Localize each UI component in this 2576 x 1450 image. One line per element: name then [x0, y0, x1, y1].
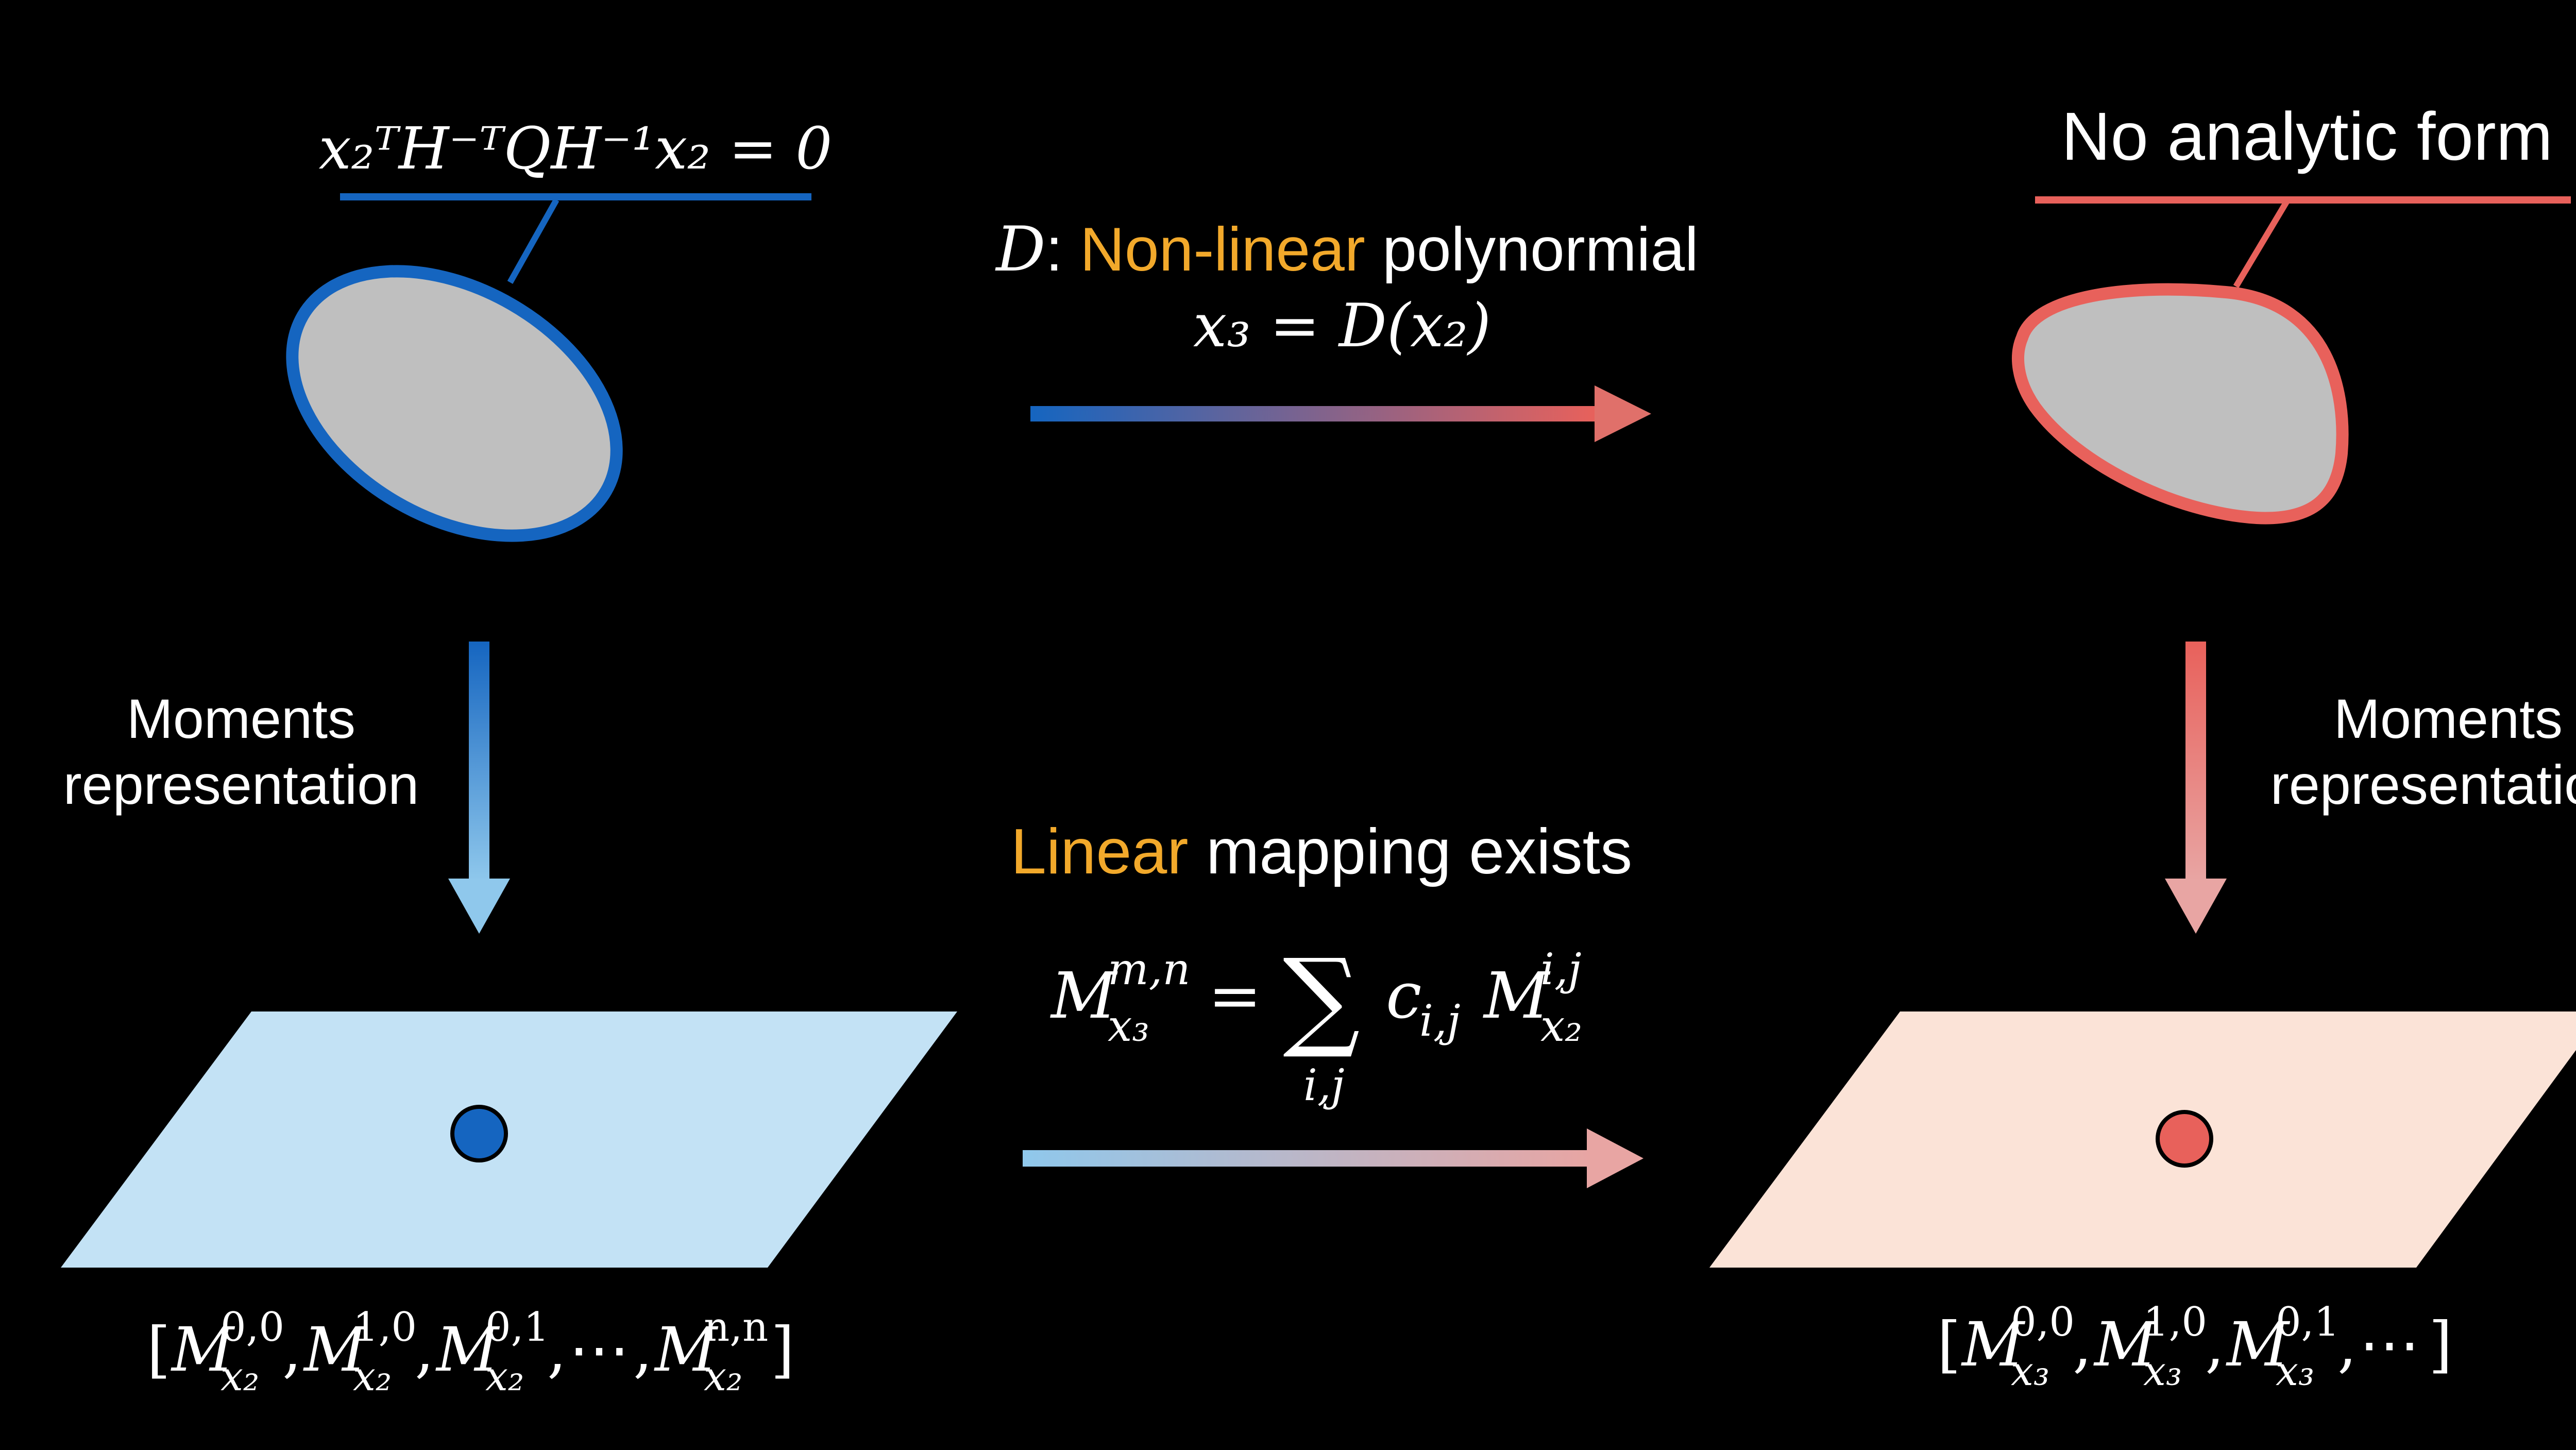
right-blob-set [2012, 196, 2571, 525]
formula-coef: c [1386, 959, 1421, 1033]
right-arrow-label-line2: representation [2270, 753, 2576, 816]
left-comma: , [547, 1314, 567, 1385]
right-comma: , [2205, 1309, 2225, 1380]
right-moment-sup: 0,0 [2011, 1299, 2075, 1345]
bottom-mapping-formula: M m,n x₃ = ∑ i,j c i,j M i,j x₂ [1050, 935, 1582, 1110]
right-moment-symbol: M [2226, 1309, 2291, 1380]
left-moment-plane [61, 1011, 957, 1268]
right-moment-sub: x₃ [2143, 1348, 2182, 1395]
left-arrow-label-line2: representation [63, 753, 419, 816]
left-moment-sub: x₂ [485, 1354, 524, 1400]
left-moment-symbol: ⋯ [569, 1314, 630, 1385]
formula-lhs-symbol: M [1050, 959, 1118, 1033]
formula-lhs-sup: m,n [1108, 944, 1190, 994]
right-comma: , [2337, 1309, 2357, 1380]
right-moment-symbol: M [1961, 1309, 2026, 1380]
left-arrow-label-line1: Moments [127, 687, 355, 750]
left-open-bracket: [ [147, 1314, 171, 1385]
formula-equals: = [1208, 959, 1262, 1033]
bottom-mapping-highlight: Linear [1011, 816, 1189, 887]
left-moment-sup: 1,0 [353, 1304, 417, 1351]
right-leader-line [2233, 200, 2290, 289]
left-close-bracket: ] [771, 1314, 794, 1385]
bottom-mapping-rest: mapping exists [1189, 816, 1633, 887]
top-mapping-equation: x₃ = D(x₂) [1193, 291, 1491, 361]
left-comma: , [282, 1314, 302, 1385]
right-close-bracket: ] [2429, 1309, 2452, 1380]
right-blob [2012, 283, 2349, 525]
left-moment-sup: 0,0 [221, 1304, 284, 1351]
top-mapping-highlight: Non-linear [1080, 215, 1365, 284]
bottom-mapping-title: Linear mapping exists [1011, 816, 1632, 887]
left-moment-sub: x₂ [353, 1354, 392, 1400]
left-down-arrow [448, 642, 510, 934]
left-set-equation: x₂ᵀH⁻ᵀQH⁻¹x₂ = 0 [319, 115, 833, 182]
top-mapping-rest: polynormial [1365, 215, 1699, 284]
left-moment-symbol: M [171, 1314, 235, 1385]
right-down-arrow [2165, 642, 2227, 934]
right-moment-point [2156, 1110, 2213, 1168]
top-mapping-arrow [1030, 385, 1651, 442]
formula-lhs-sub: x₃ [1108, 1001, 1149, 1051]
right-moment-sub: x₃ [2276, 1348, 2314, 1395]
right-moment-symbol: M [2093, 1309, 2158, 1380]
left-moment-vector: [M0,0x₂,M1,0x₂,M0,1x₂,⋯,Mn,nx₂] [147, 1304, 794, 1400]
top-mapping-colon: : [1046, 215, 1080, 284]
right-moment-symbol: ⋯ [2359, 1309, 2420, 1380]
left-leader-line [507, 198, 560, 284]
left-moment-point [450, 1105, 508, 1162]
formula-rhs-sup: i,j [1540, 944, 1582, 994]
right-comma: , [2073, 1309, 2092, 1380]
right-moment-sub: x₃ [2011, 1348, 2049, 1395]
formula-sum-sub: i,j [1303, 1060, 1345, 1110]
left-ellipse [286, 265, 623, 542]
right-set-label: No analytic form [2061, 98, 2553, 174]
right-moment-sup: 0,1 [2276, 1299, 2340, 1345]
right-arrow-label-line1: Moments [2334, 687, 2563, 750]
formula-rhs-sub: x₂ [1540, 1001, 1582, 1051]
formula-sum: ∑ [1283, 935, 1360, 1061]
formula-coef-sub: i,j [1419, 996, 1461, 1046]
left-moment-sup: n,n [704, 1304, 768, 1351]
left-moment-symbol: M [654, 1314, 719, 1385]
right-moment-plane [1709, 1011, 2576, 1268]
right-moment-vector: [M0,0x₃,M1,0x₃,M0,1x₃,⋯] [1937, 1299, 2452, 1395]
left-moment-symbol: M [303, 1314, 368, 1385]
left-ellipse-set [286, 193, 811, 542]
left-comma: , [415, 1314, 434, 1385]
left-comma: , [633, 1314, 653, 1385]
left-moment-sub: x₂ [704, 1354, 742, 1400]
top-mapping-symbol: D [995, 214, 1045, 285]
left-moment-sub: x₂ [221, 1354, 259, 1400]
right-open-bracket: [ [1937, 1309, 1961, 1380]
top-mapping-title: D: Non-linear polynormial [995, 214, 1698, 285]
bottom-mapping-arrow [1023, 1128, 1643, 1188]
left-moment-symbol: M [435, 1314, 500, 1385]
right-moment-sup: 1,0 [2143, 1299, 2207, 1345]
left-moment-sup: 0,1 [485, 1304, 549, 1351]
formula-rhs-symbol: M [1483, 959, 1551, 1033]
